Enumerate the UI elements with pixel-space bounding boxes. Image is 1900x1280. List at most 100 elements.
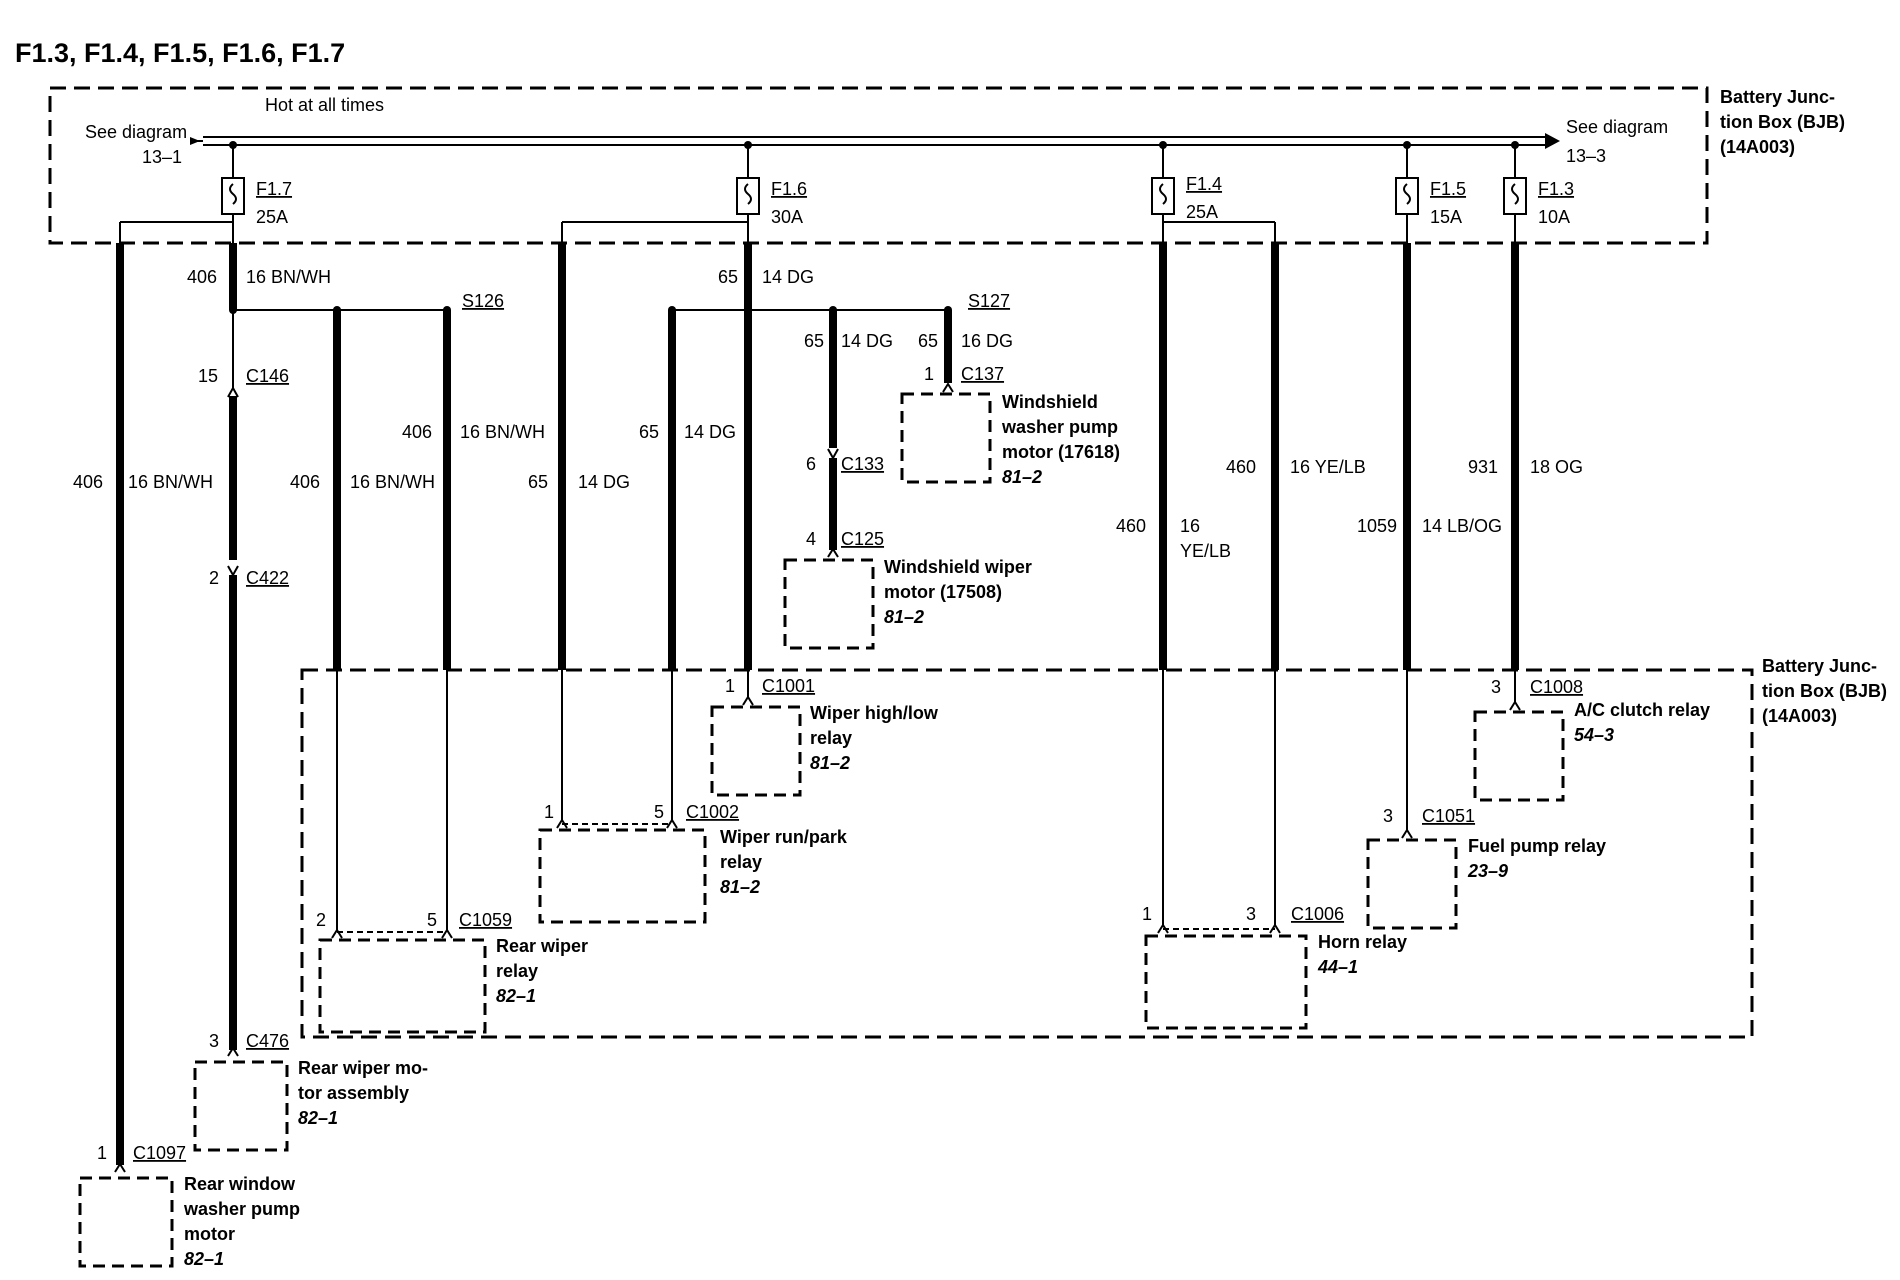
svg-text:motor (17618): motor (17618)	[1002, 442, 1120, 462]
rear-wiper-relay: 2 5 C1059 Rear wiper relay 82–1	[316, 910, 588, 1034]
svg-text:(14A003): (14A003)	[1762, 706, 1837, 726]
fuel-pump-relay: Fuel pump relay 23–9	[1366, 836, 1606, 930]
svg-text:F1.3: F1.3	[1538, 179, 1574, 199]
svg-text:13–3: 13–3	[1566, 146, 1606, 166]
svg-text:65: 65	[639, 422, 659, 442]
windshield-washer-pump-motor: Windshield washer pump motor (17618) 81–…	[900, 392, 1120, 487]
circuit-460-right: 460 16 YE/LB	[1226, 243, 1366, 925]
svg-text:1: 1	[924, 364, 934, 384]
circuit-460-left: 460 16 YE/LB	[1116, 243, 1231, 925]
svg-text:F1.5: F1.5	[1430, 179, 1466, 199]
svg-text:14 DG: 14 DG	[684, 422, 736, 442]
fuse-internal-wiring	[119, 214, 1516, 243]
svg-text:C1059: C1059	[459, 910, 512, 930]
svg-text:25A: 25A	[1186, 202, 1218, 222]
svg-text:82–1: 82–1	[298, 1108, 338, 1128]
svg-text:Windshield wiper: Windshield wiper	[884, 557, 1032, 577]
wiper-high-low-relay: Wiper high/low relay 81–2	[710, 703, 939, 797]
wiper-run-park-relay: 1 5 C1002 Wiper run/park relay 81–2	[538, 802, 848, 924]
svg-text:relay: relay	[810, 728, 852, 748]
svg-text:81–2: 81–2	[720, 877, 760, 897]
svg-text:16 YE/LB: 16 YE/LB	[1290, 457, 1366, 477]
svg-text:Wiper run/park: Wiper run/park	[720, 827, 848, 847]
svg-text:1: 1	[725, 676, 735, 696]
ac-clutch-relay: A/C clutch relay 54–3	[1473, 700, 1710, 802]
svg-text:13–1: 13–1	[142, 147, 182, 167]
svg-text:4: 4	[806, 529, 816, 549]
svg-text:2: 2	[209, 568, 219, 588]
fuse-f1-3: F1.3 10A	[1503, 141, 1574, 227]
svg-text:(14A003): (14A003)	[1720, 137, 1795, 157]
svg-text:1: 1	[97, 1143, 107, 1163]
rear-window-washer-pump-motor: 1 C1097 Rear window washer pump motor 82…	[78, 1143, 300, 1269]
svg-text:16 BN/WH: 16 BN/WH	[246, 267, 331, 287]
bjb-top-box	[48, 86, 1709, 245]
svg-text:motor (17508): motor (17508)	[884, 582, 1002, 602]
svg-text:406: 406	[187, 267, 217, 287]
svg-text:931: 931	[1468, 457, 1498, 477]
svg-text:Windshield: Windshield	[1002, 392, 1098, 412]
svg-text:16 BN/WH: 16 BN/WH	[350, 472, 435, 492]
svg-text:3: 3	[1491, 677, 1501, 697]
svg-text:3: 3	[1383, 806, 1393, 826]
bjb-bottom-label: Battery Junc- tion Box (BJB) (14A003)	[1762, 656, 1887, 726]
svg-text:10A: 10A	[1538, 207, 1570, 227]
svg-text:Fuel pump relay: Fuel pump relay	[1468, 836, 1606, 856]
svg-text:Rear wiper: Rear wiper	[496, 936, 588, 956]
power-bus	[190, 133, 1560, 149]
svg-text:Wiper high/low: Wiper high/low	[810, 703, 939, 723]
svg-text:C1051: C1051	[1422, 806, 1475, 826]
svg-text:82–1: 82–1	[184, 1249, 224, 1269]
svg-text:3: 3	[209, 1031, 219, 1051]
svg-text:tor assembly: tor assembly	[298, 1083, 409, 1103]
svg-text:2: 2	[316, 910, 326, 930]
svg-text:washer pump: washer pump	[1001, 417, 1118, 437]
windshield-wiper-motor: Windshield wiper motor (17508) 81–2	[783, 557, 1032, 650]
svg-text:tion Box (BJB): tion Box (BJB)	[1762, 681, 1887, 701]
fuse-f1-7: F1.7 25A	[221, 141, 292, 227]
fuse-f1-5: F1.5 15A	[1395, 141, 1466, 227]
bus-label: Hot at all times	[265, 95, 384, 115]
circuit-406-rear-relay: 406 16 BN/WH 406 16 BN/WH	[290, 310, 545, 930]
svg-text:14 LB/OG: 14 LB/OG	[1422, 516, 1502, 536]
circuit-65-runpark: 65 14 DG	[639, 310, 736, 820]
svg-text:16 BN/WH: 16 BN/WH	[128, 472, 213, 492]
bjb-bottom-box	[300, 668, 1754, 1039]
svg-text:14 DG: 14 DG	[762, 267, 814, 287]
svg-text:C125: C125	[841, 529, 884, 549]
svg-text:5: 5	[427, 910, 437, 930]
svg-text:1: 1	[1142, 904, 1152, 924]
svg-text:460: 460	[1226, 457, 1256, 477]
svg-text:Horn relay: Horn relay	[1318, 932, 1407, 952]
circuit-65-washer: 65 16 DG 1 C137	[918, 310, 1013, 393]
svg-text:C137: C137	[961, 364, 1004, 384]
svg-text:C1002: C1002	[686, 802, 739, 822]
svg-text:Battery Junc-: Battery Junc-	[1720, 87, 1835, 107]
right-diagram-ref: See diagram 13–3	[1566, 117, 1668, 166]
splice-s126: S126	[462, 291, 504, 311]
svg-text:65: 65	[804, 331, 824, 351]
circuit-65-highlow: 1 C1001	[725, 310, 815, 706]
svg-text:F1.7: F1.7	[256, 179, 292, 199]
svg-text:406: 406	[290, 472, 320, 492]
page-title: F1.3, F1.4, F1.5, F1.6, F1.7	[15, 38, 345, 68]
circuit-406-rear-motor: 15 C146 2 C422 3 C476	[198, 310, 289, 1057]
svg-text:C1006: C1006	[1291, 904, 1344, 924]
svg-text:23–9: 23–9	[1467, 861, 1508, 881]
svg-text:16 BN/WH: 16 BN/WH	[460, 422, 545, 442]
svg-text:C422: C422	[246, 568, 289, 588]
svg-text:F1.4: F1.4	[1186, 174, 1222, 194]
svg-text:Battery Junc-: Battery Junc-	[1762, 656, 1877, 676]
rear-wiper-motor-assembly: Rear wiper mo- tor assembly 82–1	[193, 1058, 428, 1152]
svg-text:1: 1	[544, 802, 554, 822]
svg-text:81–2: 81–2	[1002, 467, 1042, 487]
svg-text:C476: C476	[246, 1031, 289, 1051]
svg-text:15A: 15A	[1430, 207, 1462, 227]
circuit-406-trunk: 406 16 BN/WH	[73, 243, 213, 1165]
svg-text:YE/LB: YE/LB	[1180, 541, 1231, 561]
svg-text:81–2: 81–2	[884, 607, 924, 627]
svg-text:82–1: 82–1	[496, 986, 536, 1006]
svg-text:406: 406	[73, 472, 103, 492]
svg-text:406: 406	[402, 422, 432, 442]
